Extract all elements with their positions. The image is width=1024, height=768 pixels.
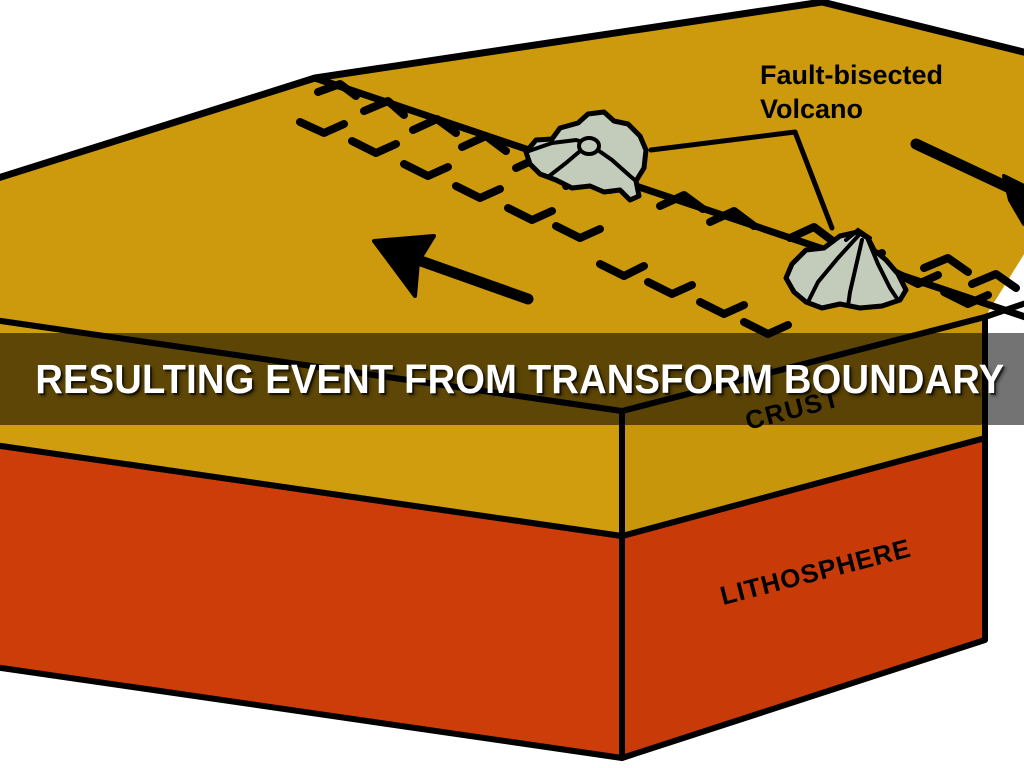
motion-arrow-left-shaft bbox=[412, 254, 534, 305]
motion-arrow-right-shaft bbox=[910, 138, 1020, 196]
crust-top-back-edge bbox=[314, 0, 1024, 82]
fault-volcano-label-line2: Volcano bbox=[760, 94, 863, 124]
motion-arrow-left-head bbox=[372, 234, 436, 298]
volcano-upper-crater bbox=[577, 136, 601, 156]
volcano-lower-ridge-left bbox=[806, 234, 860, 304]
volcano-lower-ridge-right bbox=[866, 238, 900, 302]
volcano-lower-ridge-mid bbox=[846, 238, 864, 308]
motion-arrow-right-head bbox=[1002, 174, 1024, 226]
leader-line-to-lower-volcano bbox=[792, 129, 835, 231]
volcano-upper bbox=[523, 109, 649, 203]
fault-volcano-label-line1: Fault-bisected bbox=[760, 60, 943, 90]
volcano-upper-flank-right bbox=[590, 144, 638, 183]
volcano-upper-body bbox=[523, 109, 649, 203]
motion-arrow-right bbox=[910, 138, 1024, 226]
volcano-lower bbox=[783, 227, 909, 311]
motion-arrow-left bbox=[372, 234, 534, 305]
leader-line-to-upper-volcano bbox=[648, 129, 798, 153]
crust-top-left-edge bbox=[0, 74, 317, 182]
volcano-lower-summit bbox=[844, 227, 872, 242]
volcano-upper-flank-left bbox=[538, 144, 588, 180]
fault-hatch-marks-lower bbox=[296, 118, 992, 338]
